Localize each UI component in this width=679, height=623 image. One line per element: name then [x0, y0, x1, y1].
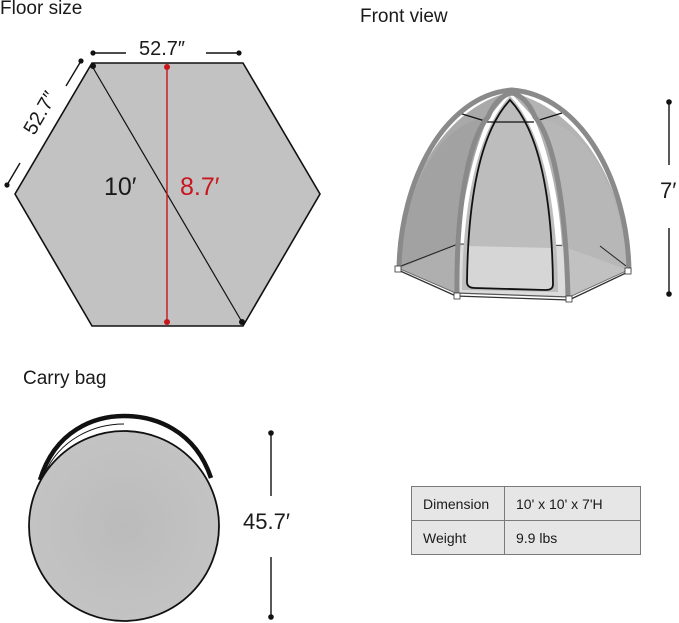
- side-edge-dimension: [4, 58, 84, 188]
- tent-height-label: 7′: [660, 178, 677, 203]
- front-view-title: Front view: [360, 6, 448, 27]
- floor-hexagon: [14, 62, 321, 327]
- diagonal-label: 10′: [104, 173, 137, 201]
- tent-front-view: [394, 87, 632, 303]
- spec-value: 9.9 lbs: [504, 520, 641, 555]
- spec-key: Dimension: [411, 486, 505, 521]
- carry-bag-title: Carry bag: [23, 368, 107, 389]
- spec-row-dimension: Dimension 10' x 10' x 7'H: [411, 486, 641, 521]
- floor-size-title: Floor size: [0, 0, 83, 19]
- spec-key: Weight: [411, 520, 505, 555]
- flat-width-label: 8.7′: [180, 173, 220, 201]
- top-edge-label: 52.7″: [139, 38, 186, 60]
- carry-bag-shape: [28, 413, 220, 622]
- spec-value: 10' x 10' x 7'H: [504, 486, 641, 521]
- specs-table: Dimension 10' x 10' x 7'H Weight 9.9 lbs: [411, 486, 641, 555]
- tent-height-dimension: [666, 99, 672, 297]
- bag-height-label: 45.7′: [243, 509, 290, 534]
- top-edge-dimension: [90, 50, 242, 56]
- spec-row-weight: Weight 9.9 lbs: [411, 520, 641, 555]
- bag-height-dimension: [268, 430, 274, 620]
